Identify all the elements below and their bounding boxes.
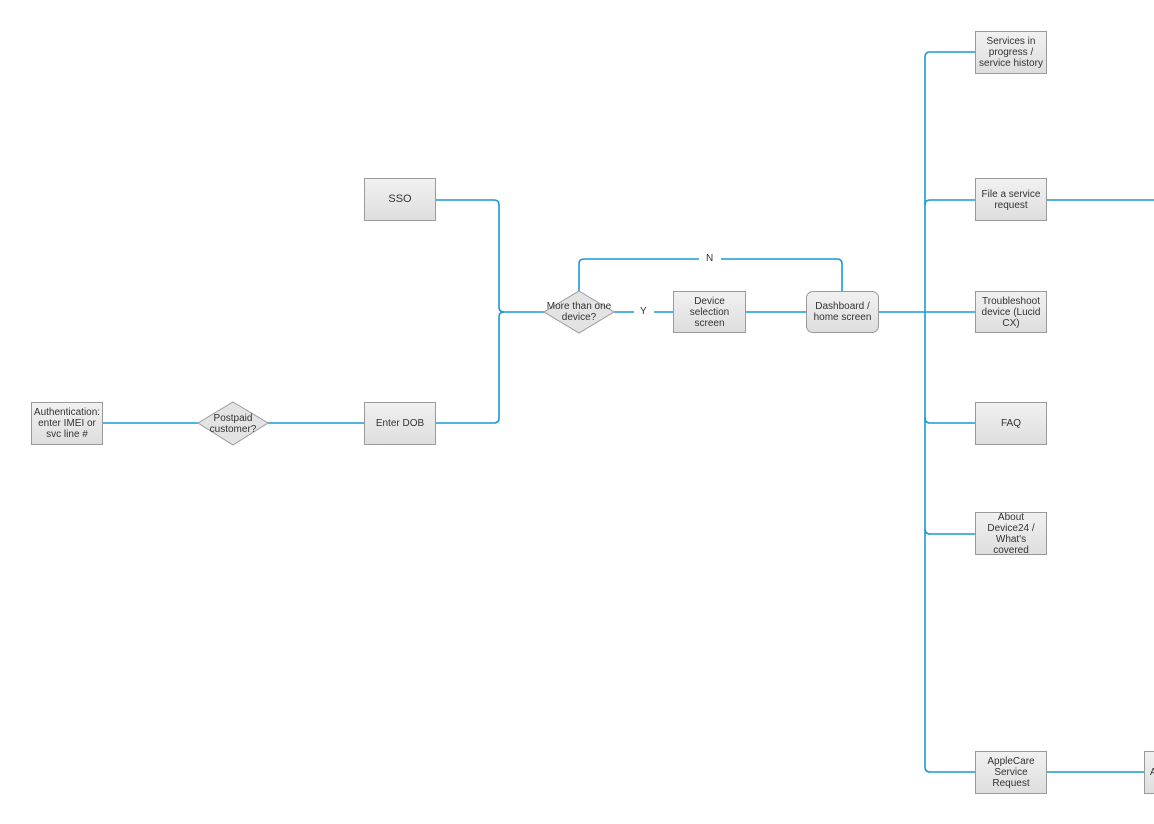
more-than-one-diamond-shape — [543, 290, 615, 334]
more-than-one-decision: More than one device? — [544, 291, 614, 333]
edge-trunk-about — [924, 528, 975, 535]
trunk-vertical — [924, 51, 931, 773]
applecare-node-label: AppleCare Service Request — [987, 756, 1035, 789]
edge-trunk-faq — [924, 417, 975, 424]
about-node-label: About Device24 / What's covered — [987, 511, 1035, 556]
dashboard-node: Dashboard / home screen — [806, 291, 879, 333]
enter-dob-node-label: Enter DOB — [375, 418, 425, 429]
sso-node: SSO — [364, 178, 436, 221]
edge-label-yes: Y — [637, 306, 650, 318]
about-node: About Device24 / What's covered — [975, 511, 1047, 556]
applecare-next-node-label: A — [1150, 767, 1154, 778]
services-in-progress-node-label: Services in progress / service history — [979, 36, 1043, 69]
auth-node: Authentication: enter IMEI or svc line # — [31, 402, 103, 445]
faq-node: FAQ — [975, 402, 1047, 445]
edge-label-no: N — [703, 253, 717, 265]
applecare-node: AppleCare Service Request — [975, 751, 1047, 794]
file-request-node: File a service request — [975, 178, 1047, 221]
device-selection-node: Device selection screen — [673, 291, 746, 333]
postpaid-decision-label: Postpaid customer? — [209, 412, 257, 435]
postpaid-decision: Postpaid customer? — [198, 402, 268, 445]
troubleshoot-node: Troubleshoot device (Lucid CX) — [975, 291, 1047, 333]
edge-decision-no-b — [721, 258, 843, 291]
more-than-one-decision-label: More than one device? — [546, 301, 612, 323]
enter-dob-node: Enter DOB — [364, 402, 436, 445]
troubleshoot-node-label: Troubleshoot device (Lucid CX) — [981, 295, 1041, 329]
faq-node-label: FAQ — [1000, 418, 1021, 429]
file-request-node-label: File a service request — [981, 188, 1041, 211]
postpaid-diamond-shape — [197, 401, 269, 446]
auth-node-label: Authentication: enter IMEI or svc line # — [33, 407, 101, 440]
edge-sso-to-merge — [436, 199, 505, 313]
edge-dob-to-merge — [436, 311, 505, 424]
applecare-next-node: A — [1144, 751, 1154, 794]
sso-node-label: SSO — [388, 193, 412, 205]
dashboard-node-label: Dashboard / home screen — [813, 301, 872, 323]
edge-trunk-file — [924, 199, 975, 206]
services-in-progress-node: Services in progress / service history — [975, 31, 1047, 74]
device-selection-node-label: Device selection screen — [689, 295, 730, 329]
edge-decision-no-a — [578, 258, 699, 291]
